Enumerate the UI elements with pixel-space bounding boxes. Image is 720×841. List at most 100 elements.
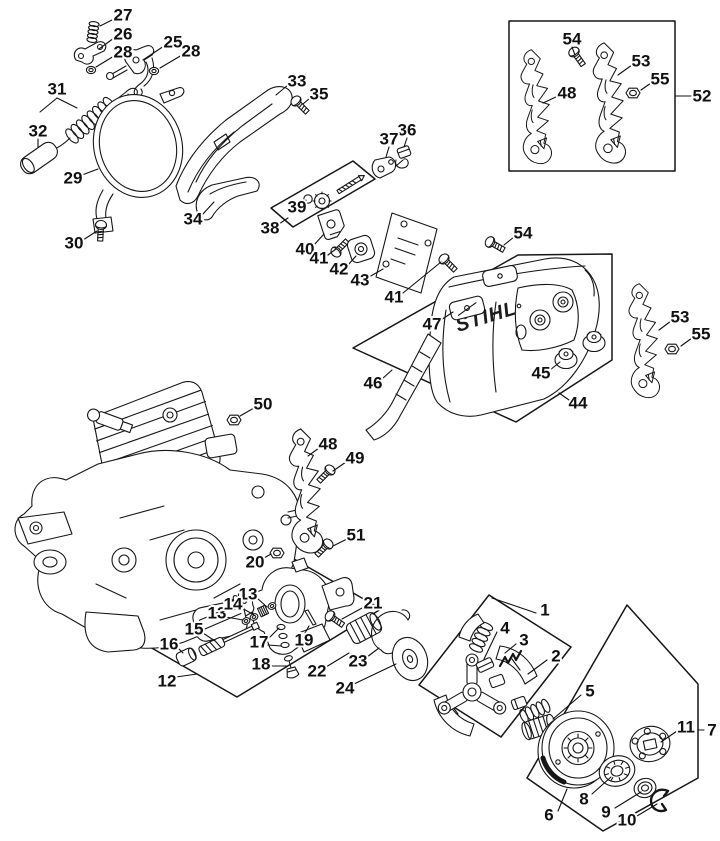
svg-text:25: 25	[164, 33, 183, 52]
part-50-nut	[226, 414, 242, 426]
part-label-31-32: 31	[39, 78, 78, 113]
svg-text:41: 41	[385, 288, 404, 307]
svg-text:1: 1	[540, 601, 549, 620]
svg-text:34: 34	[184, 210, 203, 229]
svg-text:48: 48	[319, 435, 338, 454]
part-label-39-40: 39	[286, 196, 309, 219]
part-label-49-52: 49	[332, 447, 366, 472]
part-19-pin	[304, 609, 317, 626]
spark-plug	[87, 408, 134, 434]
part-label-50-53: 50	[239, 393, 274, 417]
part-label-17-17: 17	[248, 627, 282, 654]
svg-text:17: 17	[250, 633, 269, 652]
part-label-41-45: 41	[383, 261, 442, 309]
svg-text:4: 4	[500, 619, 510, 638]
part-label-29-30: 29	[62, 167, 99, 190]
svg-text:37: 37	[380, 130, 399, 149]
part-11-clip-washer	[629, 725, 671, 763]
part-label-35-36: 35	[302, 83, 330, 106]
part-label-40-41: 40	[294, 233, 325, 261]
part-label-11-10: 11	[660, 716, 697, 743]
part-18-valve	[283, 655, 300, 679]
part-6-clutch-drum	[537, 710, 615, 789]
svg-text:44: 44	[569, 394, 588, 413]
part-26-lever	[73, 41, 107, 65]
box-7	[526, 604, 699, 832]
svg-text:51: 51	[347, 526, 366, 545]
part-label-47-49: 47	[421, 311, 454, 336]
part-28-washer	[85, 65, 97, 75]
part-55-nut	[625, 87, 641, 99]
part-label-41-42: 41	[308, 247, 337, 270]
part-44-sprocket-cover: STIHL	[428, 257, 600, 417]
part-label-33-34: 33	[275, 70, 308, 96]
part-label-51-54: 51	[332, 524, 367, 547]
part-45-collar-nuts	[554, 330, 606, 370]
part-label-55-60: 55	[640, 68, 671, 91]
svg-text:23: 23	[349, 652, 368, 671]
part-label-36-37: 36	[396, 119, 418, 148]
part-54-screw	[566, 44, 589, 69]
part-label-3-2: 3	[504, 629, 531, 654]
svg-text:13: 13	[239, 585, 258, 604]
svg-text:27: 27	[114, 6, 133, 25]
part-label-13-13: 13	[206, 602, 244, 625]
part-label-55-61: 55	[680, 323, 712, 347]
part-label-45-47: 45	[530, 361, 561, 385]
part-label-20-20: 20	[244, 551, 272, 574]
svg-text:33: 33	[288, 72, 307, 91]
part-33-cover	[175, 86, 293, 205]
part-37-elbow	[371, 156, 404, 179]
svg-text:15: 15	[185, 620, 204, 639]
part-label-9-8: 9	[599, 791, 642, 824]
part-36-nut	[395, 145, 412, 169]
svg-text:3: 3	[519, 631, 528, 650]
part-label-52-55: 52	[674, 85, 713, 108]
box-38	[270, 160, 376, 228]
svg-text:8: 8	[579, 790, 588, 809]
part-label-8-7: 8	[577, 776, 612, 811]
part-3-spring	[498, 649, 523, 668]
svg-text:52: 52	[693, 87, 712, 106]
part-label-32-33: 32	[27, 120, 49, 148]
part-15-worm-shaft	[198, 621, 260, 657]
part-label-4-3: 4	[483, 617, 512, 660]
part-43-guide-plate	[375, 212, 438, 294]
svg-text:42: 42	[330, 260, 349, 279]
part-label-30-31: 30	[63, 230, 98, 255]
svg-text:46: 46	[364, 374, 383, 393]
svg-text:55: 55	[651, 70, 670, 89]
part-label-28-29: 28	[159, 40, 202, 69]
part-oil-pump	[251, 557, 355, 655]
part-label-15-15: 15	[183, 618, 216, 642]
part-label-53-57: 53	[658, 306, 691, 331]
part-16-cap	[175, 647, 197, 667]
svg-text:2: 2	[551, 647, 560, 666]
part-label-38-39: 38	[259, 217, 289, 240]
part-53-spike-bumper	[628, 283, 660, 399]
svg-text:45: 45	[532, 364, 551, 383]
part-40-tensioner	[317, 209, 345, 241]
svg-text:38: 38	[261, 219, 280, 238]
svg-text:53: 53	[632, 52, 651, 71]
svg-text:32: 32	[29, 122, 48, 141]
part-53-spike-bumper	[592, 42, 626, 164]
part-label-23-23: 23	[347, 647, 380, 673]
svg-text:28: 28	[182, 42, 201, 61]
engine-assembly	[14, 381, 311, 653]
svg-text:50: 50	[254, 395, 273, 414]
part-42-block	[346, 234, 376, 264]
svg-text:5: 5	[585, 682, 594, 701]
part-label-28-28: 28	[95, 41, 134, 68]
svg-text:13: 13	[208, 604, 227, 623]
part-label-54-59: 54	[503, 222, 535, 246]
svg-text:21: 21	[364, 594, 383, 613]
part-label-21-21: 21	[341, 592, 384, 620]
part-label-48-51: 48	[307, 433, 339, 457]
part-13-14-washers	[241, 602, 277, 625]
svg-text:43: 43	[351, 271, 370, 290]
part-label-26-26: 26	[98, 23, 134, 50]
svg-text:20: 20	[246, 553, 265, 572]
part-label-1-0: 1	[491, 597, 552, 622]
